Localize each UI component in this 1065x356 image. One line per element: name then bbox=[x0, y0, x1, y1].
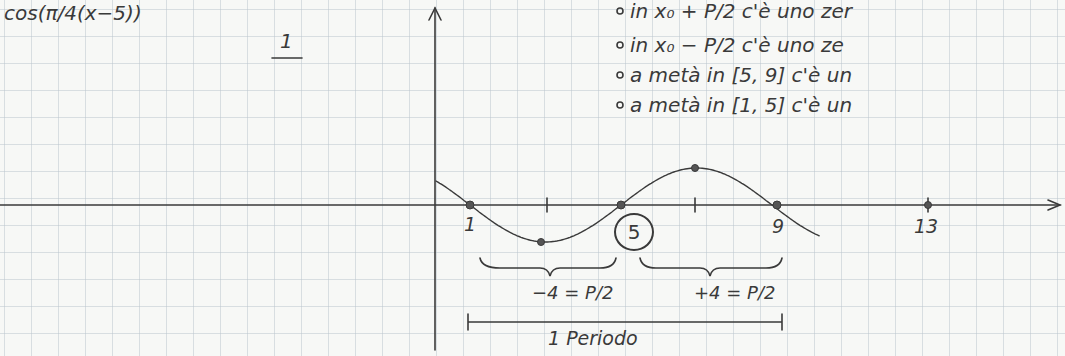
cosine-curve bbox=[436, 168, 819, 242]
x-arrow bbox=[1048, 200, 1060, 210]
bullet bbox=[617, 42, 623, 48]
bullet bbox=[617, 102, 623, 108]
circled-number: 5 bbox=[614, 213, 654, 251]
bullet bbox=[617, 72, 623, 78]
underline bbox=[272, 57, 302, 59]
period-label: 1 Periodo bbox=[548, 328, 638, 349]
note: a metà in [1, 5] c'è un bbox=[630, 94, 852, 116]
point bbox=[538, 239, 545, 246]
ticks bbox=[547, 198, 928, 212]
y-arrow bbox=[429, 8, 441, 20]
bullet bbox=[617, 8, 623, 14]
note: in x₀ + P/2 c'è uno zer bbox=[630, 0, 852, 22]
brace bbox=[640, 258, 782, 276]
point bbox=[773, 201, 781, 209]
point bbox=[617, 201, 625, 209]
brace bbox=[480, 258, 616, 276]
y-axis bbox=[434, 8, 436, 350]
half-period: −4 = P/2 bbox=[532, 283, 613, 303]
point bbox=[692, 165, 699, 172]
point bbox=[466, 201, 474, 209]
axis-number: 1 bbox=[464, 214, 476, 235]
x-axis bbox=[0, 204, 1060, 206]
point bbox=[925, 202, 932, 209]
axis-number: 13 bbox=[914, 216, 938, 237]
formula: cos(π/4(x−5)) bbox=[4, 2, 142, 24]
node-text: 5 bbox=[628, 221, 641, 243]
note: a metà in [5, 9] c'è un bbox=[630, 64, 852, 86]
note: in x₀ − P/2 c'è uno ze bbox=[630, 34, 844, 56]
axis-number: 9 bbox=[772, 216, 784, 237]
half-period: +4 = P/2 bbox=[694, 283, 775, 303]
number: 1 bbox=[280, 30, 293, 52]
